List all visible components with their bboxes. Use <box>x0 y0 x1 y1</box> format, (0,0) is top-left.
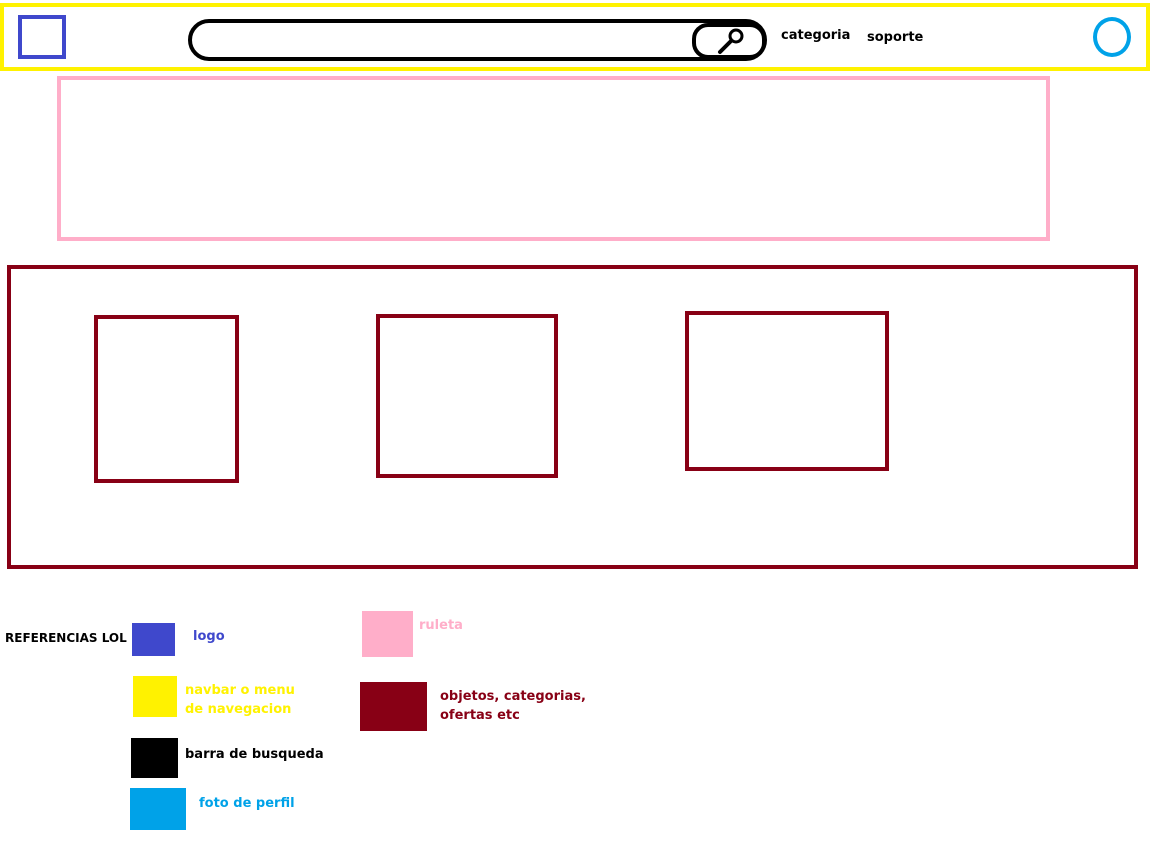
legend-title: REFERENCIAS LOL <box>5 631 127 645</box>
navbar <box>0 3 1150 71</box>
legend-swatch-navbar <box>133 676 177 717</box>
nav-link-soporte[interactable]: soporte <box>867 30 924 45</box>
legend-swatch-search <box>131 738 178 778</box>
object-card[interactable] <box>376 314 558 478</box>
legend-swatch-ruleta <box>362 611 413 657</box>
legend-label-navbar: navbar o menu <box>185 683 295 698</box>
legend-label-search: barra de busqueda <box>185 747 324 762</box>
logo[interactable] <box>18 15 66 59</box>
legend-label-objects-2: ofertas etc <box>440 708 520 723</box>
profile-avatar[interactable] <box>1093 17 1131 57</box>
legend-label-navbar-2: de navegacion <box>185 702 292 717</box>
ruleta-banner[interactable] <box>57 76 1050 241</box>
legend-label-ruleta: ruleta <box>419 618 463 633</box>
legend-swatch-logo <box>132 623 175 656</box>
objects-section <box>7 265 1138 569</box>
legend-label-logo: logo <box>193 629 225 644</box>
legend-label-objects: objetos, categorias, <box>440 689 586 704</box>
legend-swatch-objects <box>360 682 427 731</box>
search-icon <box>718 28 744 54</box>
object-card[interactable] <box>94 315 239 483</box>
legend-swatch-profile <box>130 788 186 830</box>
search-bar[interactable] <box>188 19 767 61</box>
object-card[interactable] <box>685 311 889 471</box>
legend-label-profile: foto de perfil <box>199 796 295 811</box>
nav-link-categoria[interactable]: categoria <box>781 28 851 43</box>
search-button[interactable] <box>692 23 766 59</box>
